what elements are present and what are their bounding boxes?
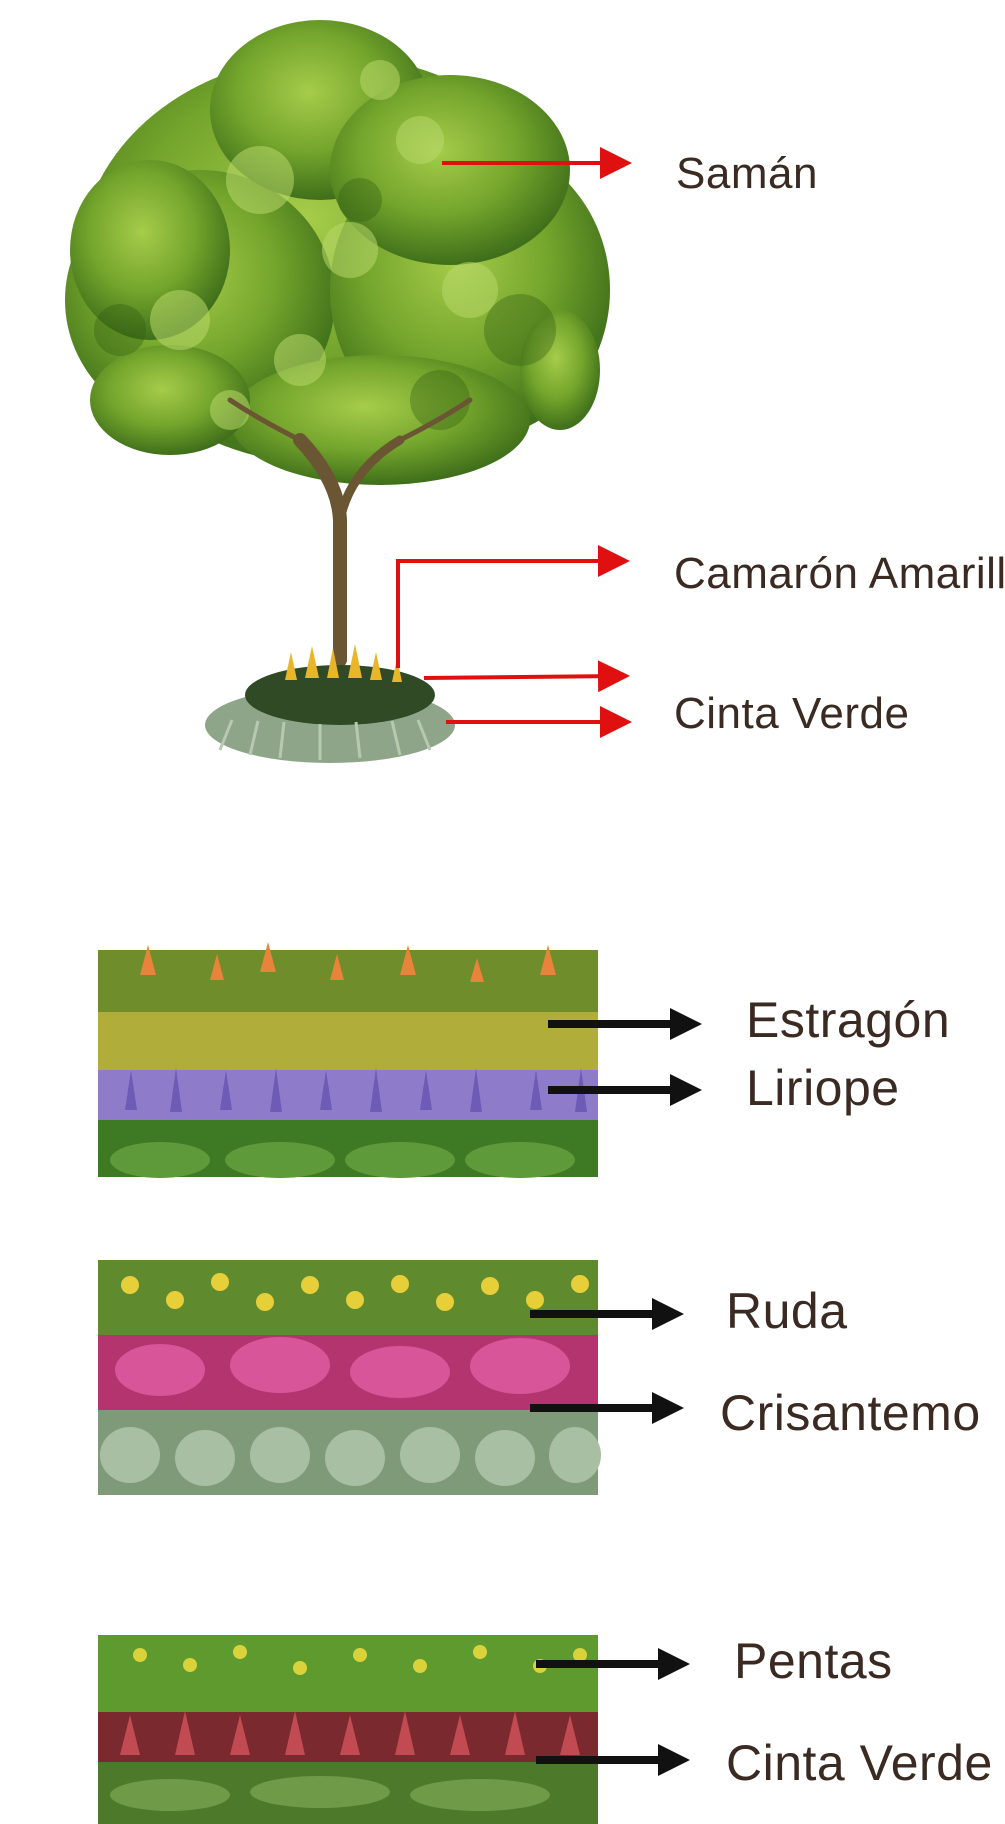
bed-2-arrows — [530, 1298, 684, 1424]
label-estragon: Estragón — [746, 992, 951, 1048]
bed-3-arrows — [536, 1648, 690, 1776]
bed-1-arrows — [548, 1008, 702, 1106]
tree-canopy-highlights — [150, 60, 498, 430]
label-cinta-verde-bed: Cinta Verde — [726, 1735, 993, 1791]
bed-2-image — [98, 1260, 601, 1495]
bed-1-image — [98, 942, 598, 1178]
tree-base-plants — [205, 644, 455, 763]
label-liriope: Liriope — [746, 1060, 900, 1116]
label-saman: Samán — [676, 149, 818, 198]
label-ruda: Ruda — [726, 1283, 848, 1339]
tree-callout-arrows — [396, 147, 632, 738]
label-camaron-amarillo: Camarón Amarillo — [674, 549, 1005, 598]
bed-3-image — [98, 1635, 598, 1824]
arrow-camaron-amarillo — [396, 545, 630, 668]
arrow-cinta-verde-tree-upper — [423, 660, 630, 693]
label-cinta-verde-tree: Cinta Verde — [674, 689, 910, 738]
label-pentas: Pentas — [734, 1633, 893, 1689]
saman-tree-image — [65, 20, 610, 763]
tree-canopy-shadows — [94, 178, 556, 430]
tree-trunk — [227, 397, 473, 667]
label-crisantemo: Crisantemo — [720, 1385, 981, 1441]
